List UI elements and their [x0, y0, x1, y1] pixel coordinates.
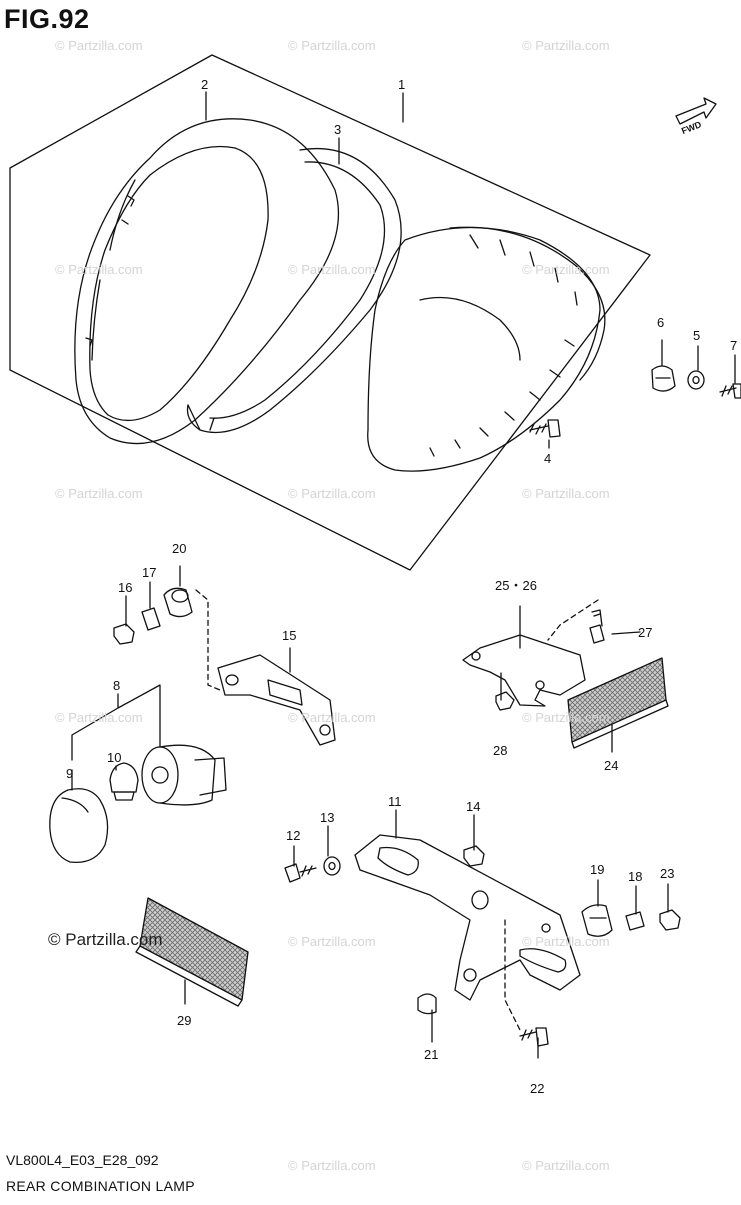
fwd-arrow-icon: [675, 97, 717, 125]
callout-6: 6: [657, 315, 664, 330]
callout-16: 16: [118, 580, 132, 595]
part-8-socket: [141, 744, 227, 806]
part-23-nut: [659, 909, 681, 931]
part-11-bracket: [354, 834, 581, 1001]
callout-1: 1: [398, 77, 405, 92]
watermark: © Partzilla.com: [55, 486, 143, 501]
watermark: © Partzilla.com: [55, 38, 143, 53]
part-20-grommet: [163, 587, 193, 618]
part-29-reflector: [135, 897, 249, 1007]
callout-14: 14: [466, 799, 480, 814]
watermark: © Partzilla.com: [522, 1158, 610, 1173]
callout-29: 29: [177, 1013, 191, 1028]
callout-28: 28: [493, 743, 507, 758]
part-5-washer: [687, 370, 705, 390]
callout-9: 9: [66, 766, 73, 781]
watermark: © Partzilla.com: [288, 1158, 376, 1173]
callout-18: 18: [628, 869, 642, 884]
figure-title: FIG.92: [4, 4, 90, 34]
callout-11: 11: [388, 794, 402, 809]
callout-17: 17: [142, 565, 156, 580]
watermark: © Partzilla.com: [522, 710, 610, 725]
guide-line: [547, 599, 599, 641]
callout-19: 19: [590, 862, 604, 877]
watermark: © Partzilla.com: [55, 710, 143, 725]
watermark: © Partzilla.com: [522, 262, 610, 277]
part-3-gasket: [186, 147, 402, 434]
watermark: © Partzilla.com: [288, 710, 376, 725]
part-28-nut: [495, 691, 515, 711]
callout-5: 5: [693, 328, 700, 343]
watermark: © Partzilla.com: [522, 486, 610, 501]
part-1-lamp-body: [367, 226, 606, 472]
watermark: © Partzilla.com: [288, 934, 376, 949]
callout-23: 23: [660, 866, 674, 881]
callout-21: 21: [424, 1047, 438, 1062]
part-10-bulb: [109, 762, 139, 801]
part-12-screw: [284, 863, 317, 883]
part-18-collar: [625, 911, 645, 931]
watermark: © Partzilla.com: [522, 38, 610, 53]
callout-8: 8: [113, 678, 120, 693]
part-2-lens-frame: [74, 118, 340, 445]
callout-13: 13: [320, 810, 334, 825]
figure-code: VL800L4_E03_E28_092: [6, 1152, 159, 1168]
callout-27: 27: [638, 625, 652, 640]
watermark: © Partzilla.com: [288, 262, 376, 277]
figure-name: REAR COMBINATION LAMP: [6, 1178, 195, 1194]
part-25-26-bracket: [462, 634, 586, 707]
watermark-strong: © Partzilla.com: [48, 930, 163, 949]
watermark: © Partzilla.com: [288, 486, 376, 501]
callout-12: 12: [286, 828, 300, 843]
callout-3: 3: [334, 122, 341, 137]
part-4-screw: [529, 419, 561, 438]
watermark: © Partzilla.com: [55, 262, 143, 277]
watermark: © Partzilla.com: [522, 934, 610, 949]
part-17-collar: [141, 607, 161, 631]
callout-10: 10: [107, 750, 121, 765]
assembly-box: [9, 54, 651, 571]
callout-2: 2: [201, 77, 208, 92]
callout-20: 20: [172, 541, 186, 556]
watermark: © Partzilla.com: [288, 38, 376, 53]
part-15-bracket: [217, 654, 336, 746]
callout-7: 7: [730, 338, 737, 353]
part-21-grommet: [417, 993, 437, 1015]
callout-15: 15: [282, 628, 296, 643]
callout-labels: 2 1 3 4 5 6 7 8 9 10 11 12 13 14 15 16 1…: [66, 77, 737, 1096]
part-22-screw: [519, 1027, 549, 1047]
part-14-nut: [463, 845, 485, 867]
part-9-lens: [49, 788, 109, 864]
guide-line: [195, 589, 221, 691]
callout-4: 4: [544, 451, 551, 466]
callout-leaders: [71, 91, 736, 1059]
callout-24: 24: [604, 758, 618, 773]
part-27-screw: [589, 609, 605, 644]
callout-25-26: 25・26: [495, 578, 537, 593]
part-6-grommet: [651, 365, 676, 392]
part-13-washer: [323, 856, 341, 876]
part-24-reflector: [567, 657, 669, 749]
guide-line: [504, 919, 521, 1031]
callout-22: 22: [530, 1081, 544, 1096]
part-16-nut: [113, 623, 135, 645]
part-19-grommet: [581, 904, 613, 937]
part-7-screw: [719, 383, 741, 399]
